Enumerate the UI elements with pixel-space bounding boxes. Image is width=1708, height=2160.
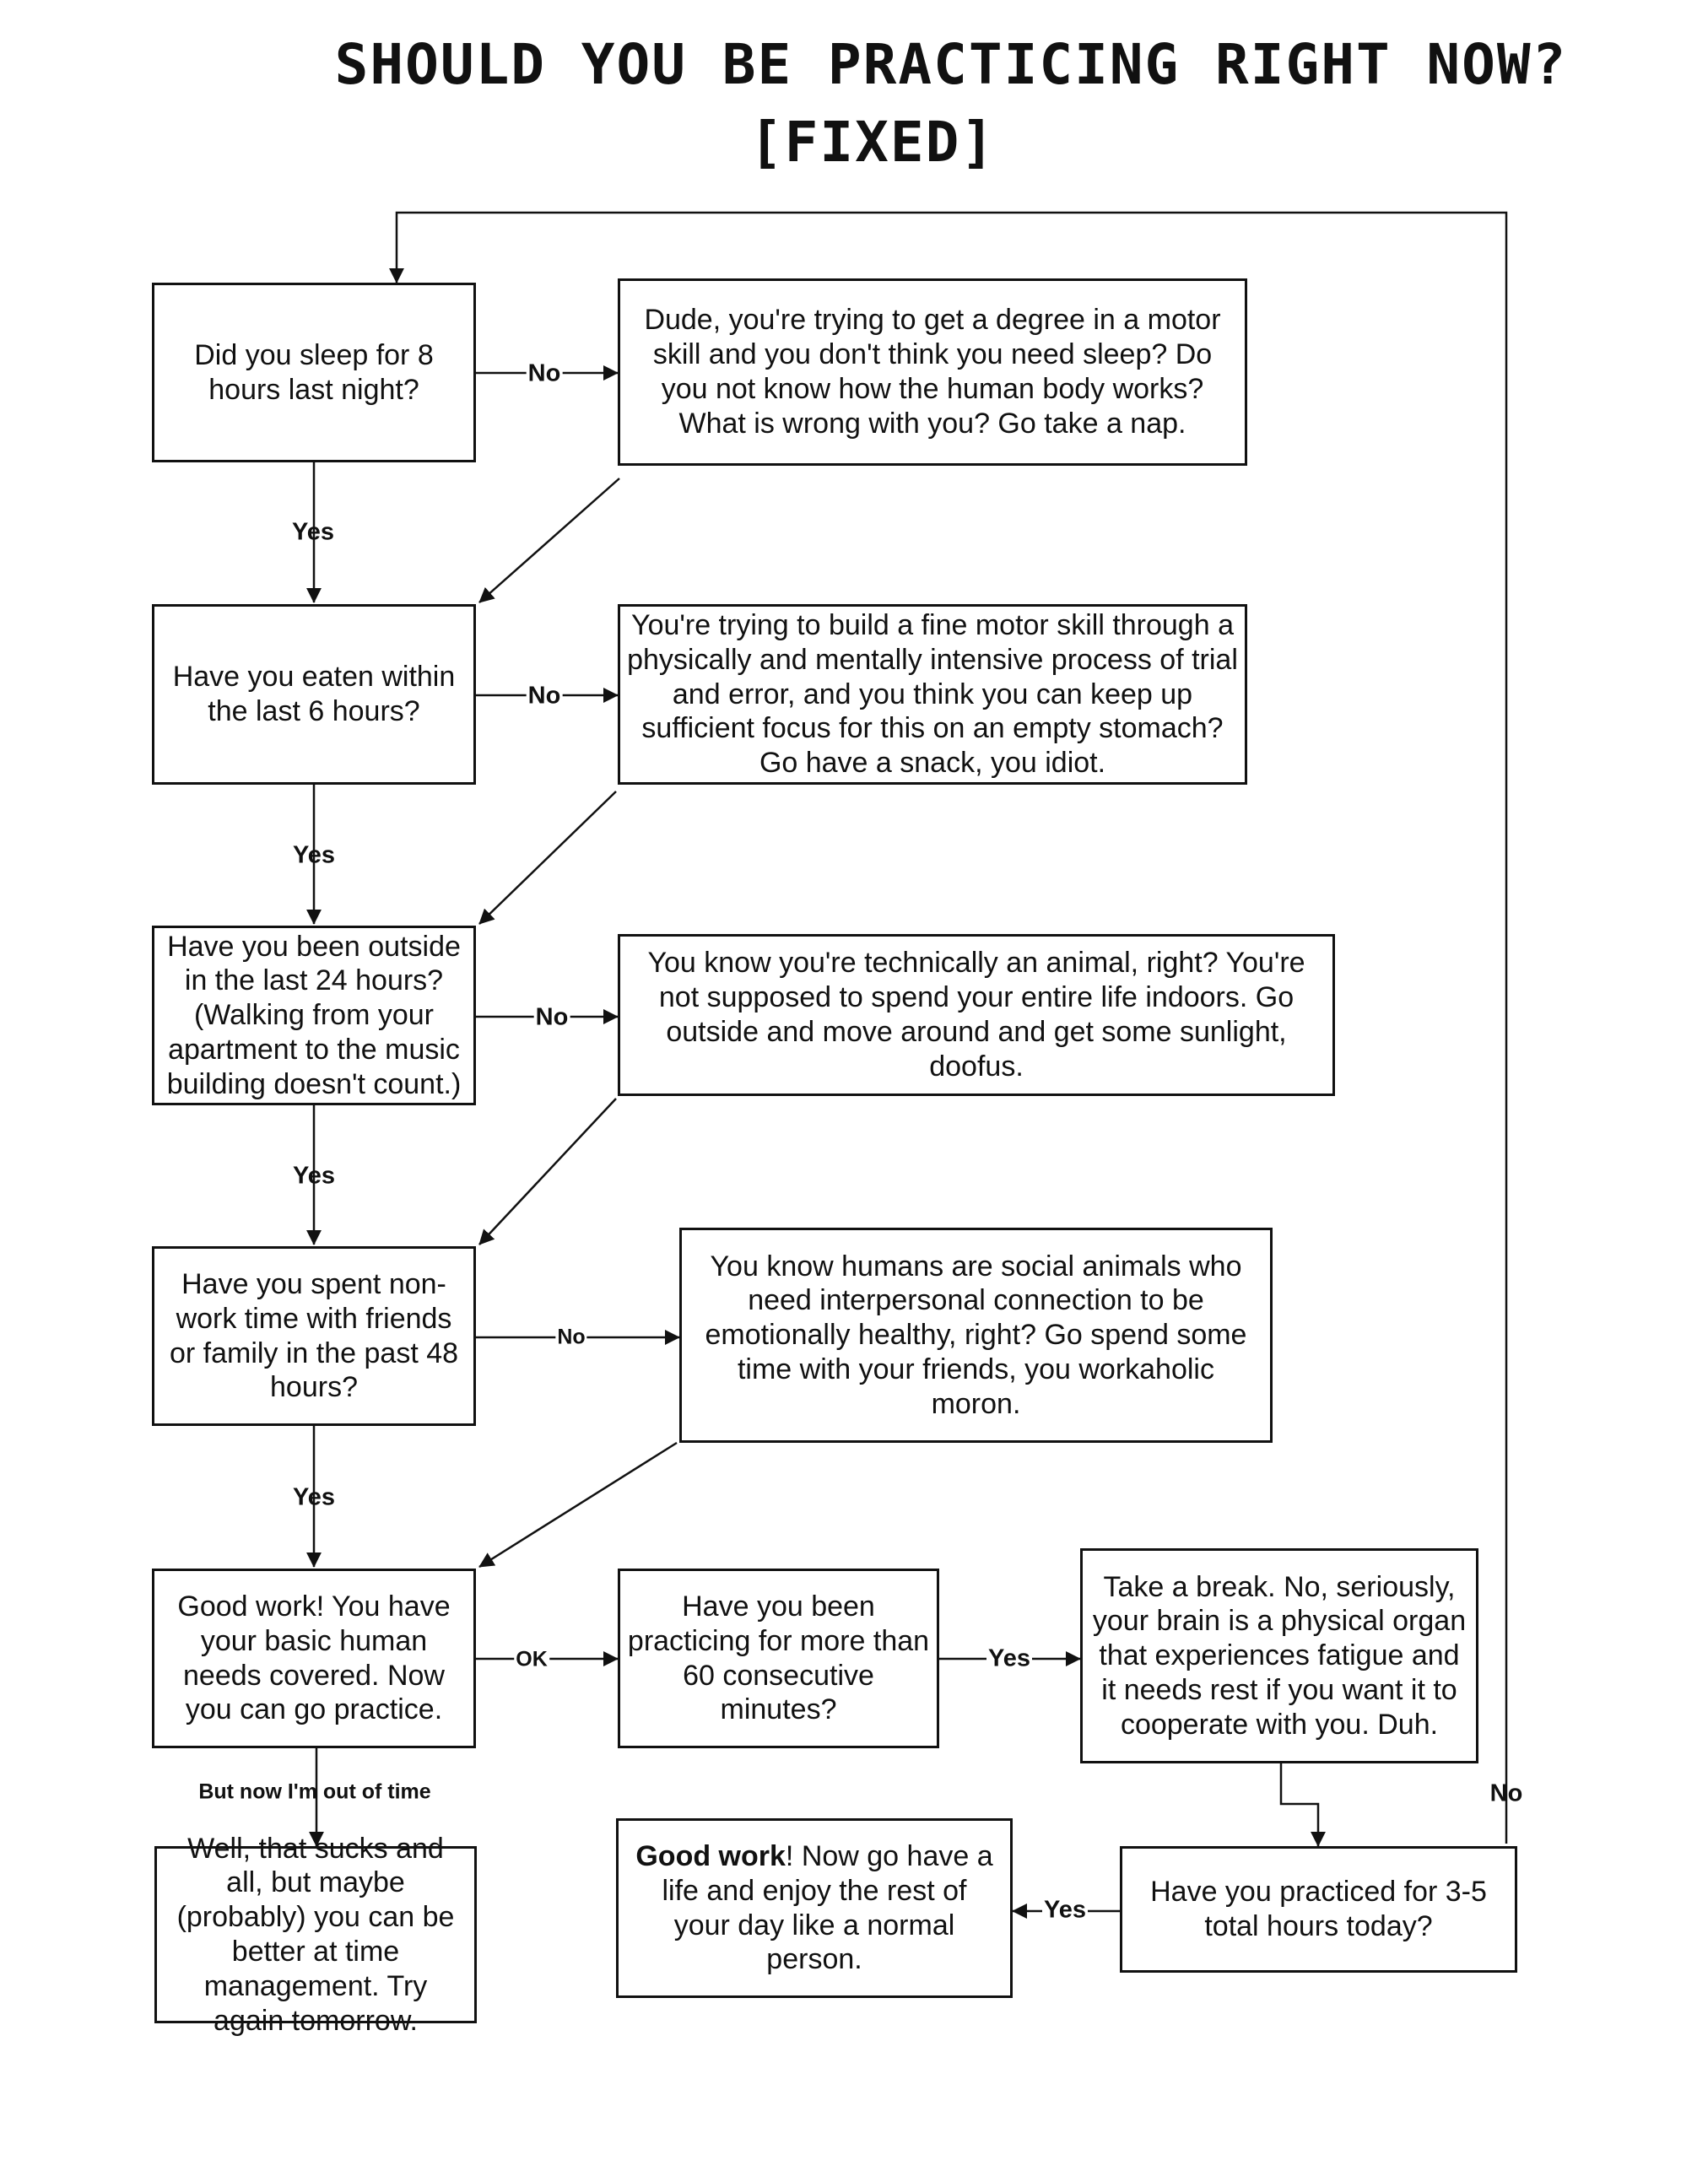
- answer-have-snack: You're trying to build a fine motor skil…: [618, 604, 1247, 785]
- answer-take-nap: Dude, you're trying to get a degree in a…: [618, 278, 1247, 466]
- done-text: Good work! Now go have a life and enjoy …: [630, 1839, 998, 1977]
- edge-label-ok: OK: [514, 1647, 549, 1671]
- connector-sunlight-return: [478, 1098, 617, 1245]
- edge-label-sleep-no: No: [526, 359, 563, 387]
- question-60-minutes: Have you been practicing for more than 6…: [618, 1569, 939, 1748]
- connector-snack-return: [478, 791, 617, 925]
- connector-break-down: [1279, 1763, 1326, 1847]
- done-bold: Good work: [635, 1839, 786, 1872]
- edge-label-sleep-yes: Yes: [292, 518, 334, 546]
- edge-label-eaten-yes: Yes: [293, 841, 335, 869]
- question-outside: Have you been outside in the last 24 hou…: [152, 926, 476, 1105]
- page-title: SHOULD YOU BE PRACTICING RIGHT NOW?: [334, 32, 1568, 97]
- edge-label-eaten-no: No: [526, 682, 563, 710]
- answer-see-friends: You know humans are social animals who n…: [679, 1228, 1273, 1443]
- done-rest: ! Now go have a life and enjoy the rest …: [662, 1839, 993, 1976]
- answer-go-outside: You know you're technically an animal, r…: [618, 934, 1335, 1096]
- good-work-basic-needs: Good work! You have your basic human nee…: [152, 1569, 476, 1748]
- page-subtitle: [FIXED]: [749, 110, 997, 175]
- good-work-done: Good work! Now go have a life and enjoy …: [616, 1818, 1013, 1998]
- edge-label-outside-yes: Yes: [293, 1162, 335, 1190]
- edge-label-loop-no: No: [1489, 1779, 1523, 1807]
- connector-nap-return: [478, 478, 620, 603]
- question-total-hours: Have you practiced for 3-5 total hours t…: [1120, 1846, 1517, 1973]
- answer-take-break: Take a break. No, seriously, your brain …: [1080, 1548, 1478, 1763]
- connector-friends-return: [478, 1441, 678, 1569]
- edge-label-social-no: No: [555, 1325, 587, 1349]
- out-of-time-result: Well, that sucks and all, but maybe (pro…: [154, 1833, 477, 2037]
- edge-label-social-yes: Yes: [293, 1483, 335, 1511]
- question-social: Have you spent non-work time with friend…: [152, 1246, 476, 1426]
- question-eaten: Have you eaten within the last 6 hours?: [152, 604, 476, 785]
- edge-label-hours-yes: Yes: [1042, 1896, 1088, 1924]
- question-sleep: Did you sleep for 8 hours last night?: [152, 283, 476, 462]
- edge-label-out-of-time: But now I'm out of time: [198, 1779, 431, 1804]
- connector-loop-top: [389, 211, 1508, 1844]
- edge-label-60min-yes: Yes: [986, 1644, 1032, 1672]
- edge-label-outside-no: No: [533, 1003, 570, 1031]
